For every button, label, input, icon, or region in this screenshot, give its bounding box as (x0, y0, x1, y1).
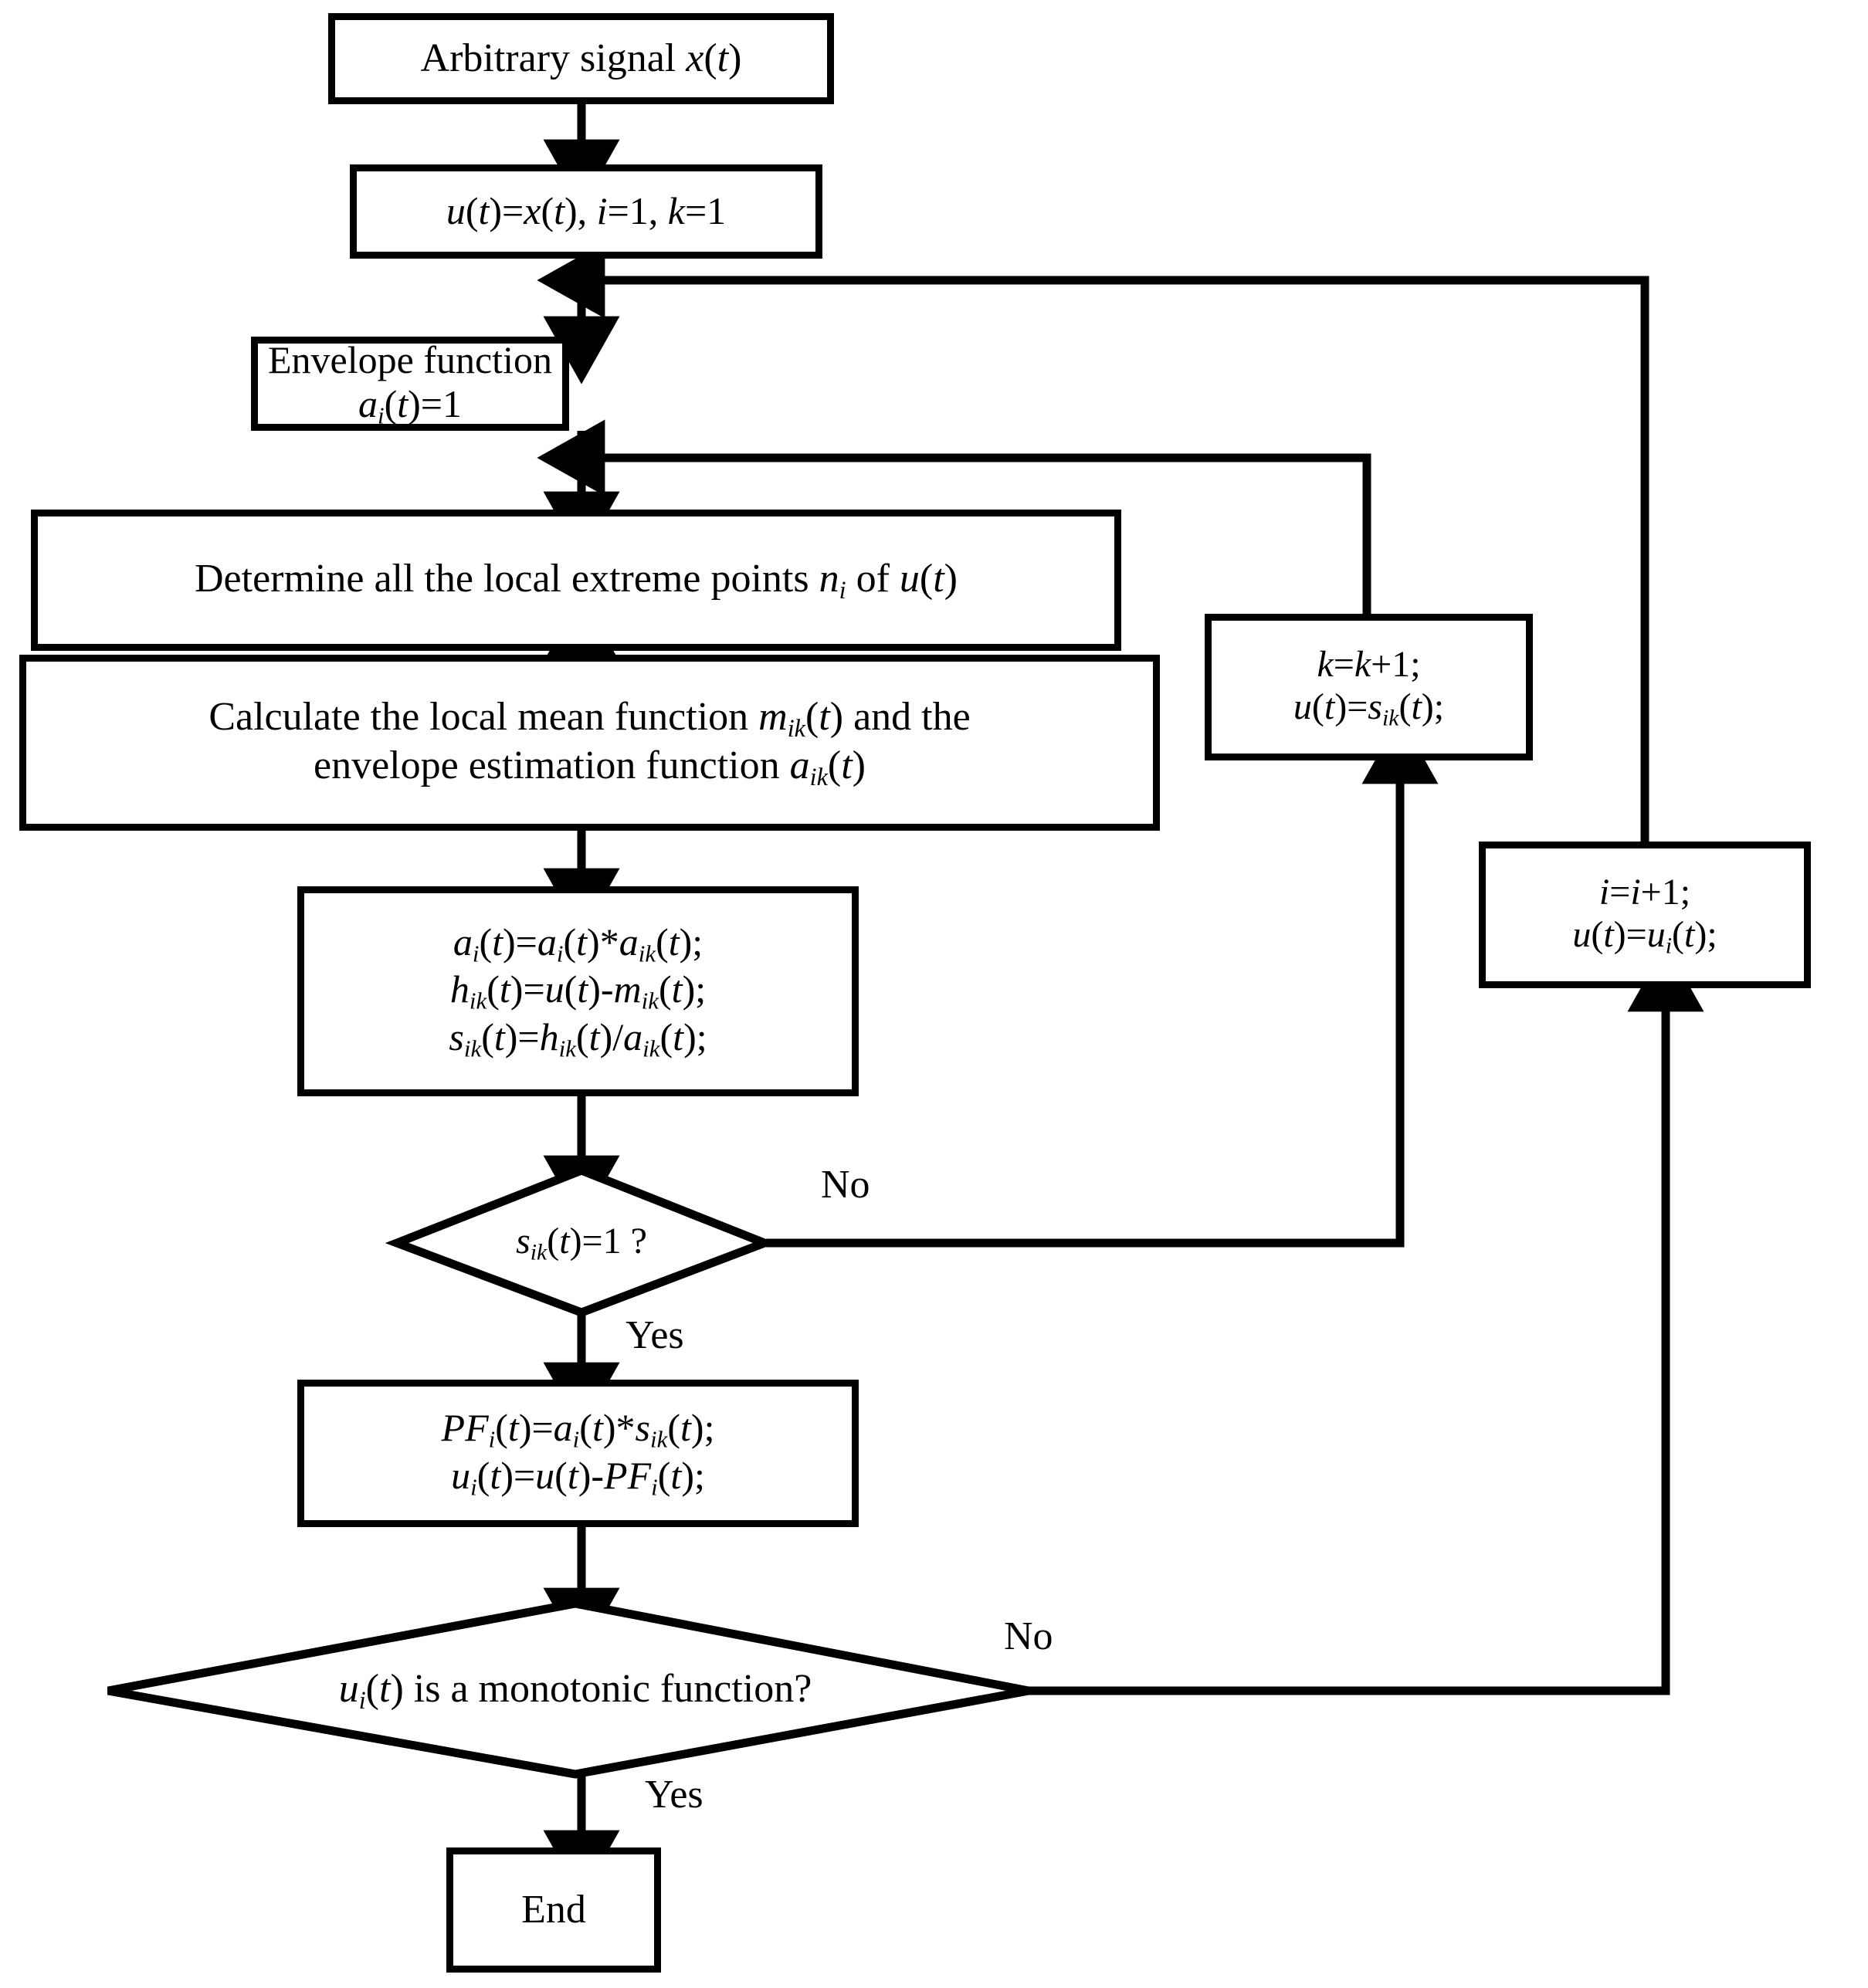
node-extrema[interactable]: Determine all the local extreme points n… (31, 510, 1121, 651)
edge-decision1-no-to-kincrement (766, 716, 1439, 1248)
decision1-shape (385, 1166, 777, 1317)
node-envelope-label: Envelope function ai(t)=1 (268, 337, 552, 429)
node-pf-line2: ui(t)=u(t)-PFi(t); (451, 1453, 705, 1501)
node-kincrement-line2: u(t)=sik(t); (1293, 686, 1445, 731)
node-envelope[interactable]: Envelope function ai(t)=1 (251, 337, 569, 431)
node-start[interactable]: Arbitrary signal x(t) (328, 13, 834, 104)
node-end[interactable]: End (446, 1847, 661, 1973)
node-start-label: Arbitrary signal x(t) (420, 36, 742, 81)
node-decision1[interactable]: sik(t)=1 ? (397, 1204, 766, 1282)
edge-kincrement-to-extrema-merge (537, 419, 1371, 614)
node-pf-line1: PFi(t)=ai(t)*sik(t); (441, 1406, 715, 1453)
edge-label-decision2-yes: Yes (645, 1773, 703, 1817)
edge-label-decision1-no: No (821, 1163, 870, 1207)
node-update[interactable]: ai(t)=ai(t)*aik(t); hik(t)=u(t)-mik(t); … (297, 886, 859, 1096)
node-decision1-label: sik(t)=1 ? (516, 1221, 647, 1265)
node-iincrement-line1: i=i+1; (1598, 871, 1691, 913)
node-iincrement[interactable]: i=i+1; u(t)=ui(t); (1479, 842, 1811, 988)
edge-label-decision1-yes: Yes (625, 1313, 684, 1357)
node-pf[interactable]: PFi(t)=ai(t)*sik(t); ui(t)=u(t)-PFi(t); (297, 1380, 859, 1527)
node-extrema-label: Determine all the local extreme points n… (195, 556, 958, 604)
node-kincrement-line1: k=k+1; (1317, 643, 1421, 685)
node-end-label: End (521, 1888, 586, 1932)
node-decision2[interactable]: ui(t) is a monotonic function? (193, 1652, 958, 1729)
node-init[interactable]: u(t)=x(t), i=1, k=1 (350, 164, 822, 259)
node-localmean-line1: Calculate the local mean function mik(t)… (208, 694, 971, 742)
node-init-label: u(t)=x(t), i=1, k=1 (446, 189, 727, 233)
node-update-line2: hik(t)=u(t)-mik(t); (449, 967, 707, 1015)
node-update-line1: ai(t)=ai(t)*aik(t); (453, 920, 703, 967)
node-iincrement-line2: u(t)=ui(t); (1572, 913, 1717, 959)
edge-iincrement-to-envelope-merge (537, 242, 1649, 842)
edge-label-decision2-no: No (1004, 1614, 1053, 1658)
node-update-line3: sik(t)=hik(t)/aik(t); (449, 1014, 707, 1062)
node-localmean[interactable]: Calculate the local mean function mik(t)… (19, 655, 1160, 831)
edge-decision2-no-to-iincrement (1027, 943, 1704, 1695)
node-decision2-label: ui(t) is a monotonic function? (338, 1667, 812, 1715)
node-kincrement[interactable]: k=k+1; u(t)=sik(t); (1205, 614, 1533, 760)
node-localmean-line2: envelope estimation function aik(t) (314, 743, 866, 791)
decision2-shape (107, 1599, 1030, 1779)
